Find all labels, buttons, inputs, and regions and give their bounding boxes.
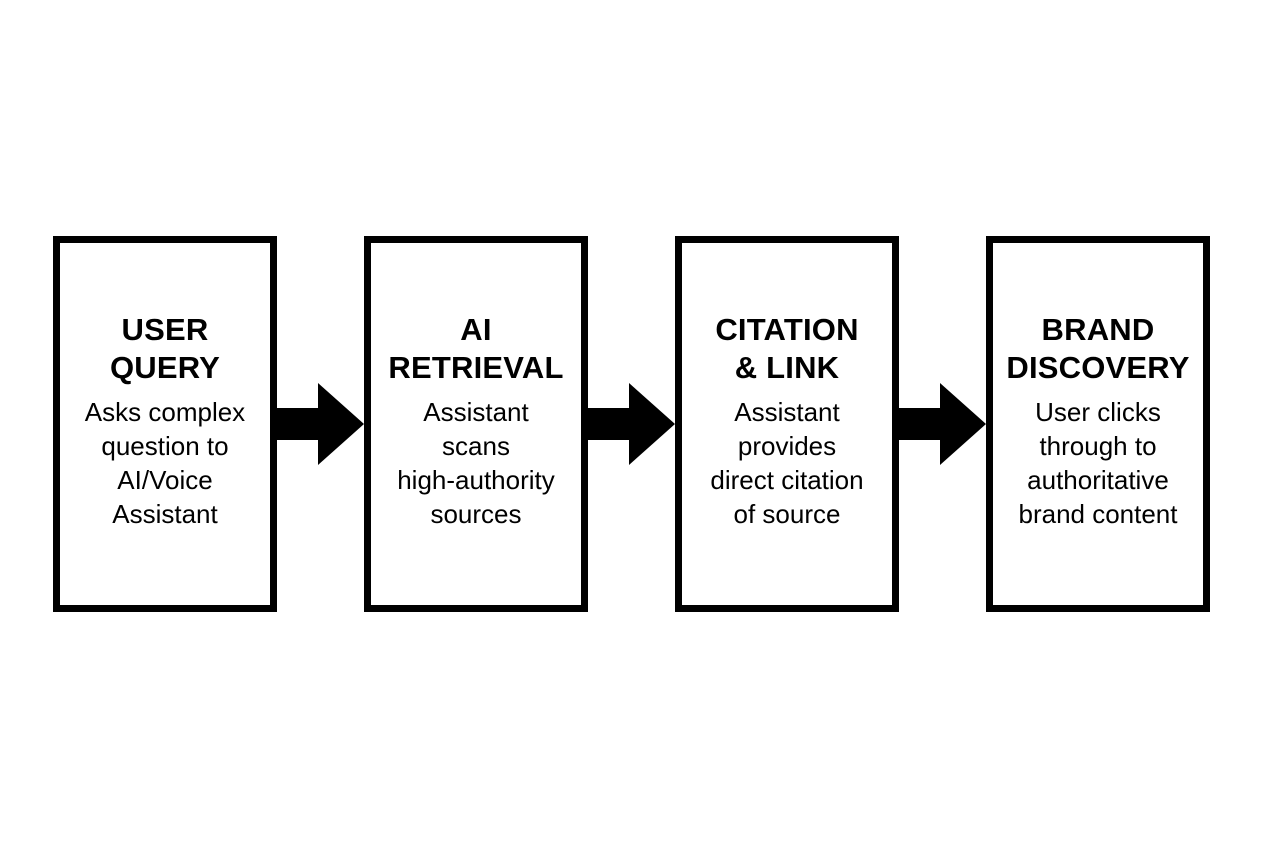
step-title-line: DISCOVERY — [1006, 350, 1190, 385]
step-desc-line: direct citation — [710, 465, 864, 495]
step-content: AI RETRIEVAL Assistant scans high-author… — [371, 311, 581, 531]
step-desc-line: brand content — [1018, 499, 1178, 529]
step-title-line: BRAND — [1041, 312, 1155, 347]
step-title: USER QUERY — [110, 311, 220, 387]
step-desc-line: high-authority — [397, 465, 555, 495]
step-desc-line: AI/Voice — [117, 465, 213, 495]
step-desc-line: sources — [430, 499, 522, 529]
arrow-right-icon — [898, 383, 986, 465]
step-box-citation-link: CITATION & LINK Assistant provides direc… — [675, 236, 899, 612]
step-content: USER QUERY Asks complex question to AI/V… — [60, 311, 270, 531]
step-box-brand-discovery: BRAND DISCOVERY User clicks through to a… — [986, 236, 1210, 612]
step-desc-line: User clicks — [1035, 397, 1161, 427]
arrow-right-icon — [587, 383, 675, 465]
step-description: Assistant scans high-authority sources — [397, 395, 555, 531]
step-desc-line: through to — [1039, 431, 1157, 461]
step-desc-line: Assistant — [112, 499, 218, 529]
step-title-line: AI — [460, 312, 492, 347]
step-content: BRAND DISCOVERY User clicks through to a… — [993, 311, 1203, 531]
step-title-line: & LINK — [734, 350, 840, 385]
step-title-line: CITATION — [715, 312, 859, 347]
step-title-line: QUERY — [109, 350, 221, 385]
step-title: AI RETRIEVAL — [388, 311, 563, 387]
step-title-line: RETRIEVAL — [388, 350, 564, 385]
step-box-user-query: USER QUERY Asks complex question to AI/V… — [53, 236, 277, 612]
step-box-ai-retrieval: AI RETRIEVAL Assistant scans high-author… — [364, 236, 588, 612]
step-description: Assistant provides direct citation of so… — [710, 395, 863, 531]
step-description: User clicks through to authoritative bra… — [1018, 395, 1177, 531]
step-desc-line: provides — [737, 431, 837, 461]
step-title-line: USER — [121, 312, 209, 347]
step-desc-line: Asks complex — [84, 397, 246, 427]
step-desc-line: authoritative — [1027, 465, 1169, 495]
step-desc-line: scans — [442, 431, 510, 461]
step-description: Asks complex question to AI/Voice Assist… — [85, 395, 245, 531]
step-desc-line: Assistant — [734, 397, 840, 427]
step-desc-line: of source — [733, 499, 841, 529]
arrow-right-icon — [276, 383, 364, 465]
step-title: CITATION & LINK — [715, 311, 858, 387]
step-content: CITATION & LINK Assistant provides direc… — [682, 311, 892, 531]
step-desc-line: question to — [101, 431, 229, 461]
step-title: BRAND DISCOVERY — [1006, 311, 1189, 387]
step-desc-line: Assistant — [423, 397, 529, 427]
